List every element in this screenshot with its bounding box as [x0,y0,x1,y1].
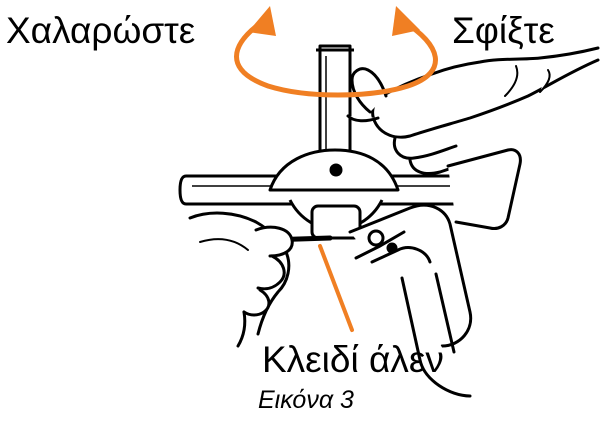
rotation-arrow-icon [234,19,438,98]
upper-hand [346,46,600,175]
allen-key-pointer [318,244,354,332]
loosen-label: Χαλαρώστε [6,10,196,51]
lower-hand [188,211,294,348]
blade-bracket [348,148,522,398]
downrod [316,44,354,166]
motor-hub [268,148,400,240]
allen-key-label: Κλειδί άλεν [262,339,444,380]
arrowheads [248,6,420,36]
figure-caption: Εικόνα 3 [258,386,354,414]
tighten-label: Σφίξτε [452,10,555,51]
